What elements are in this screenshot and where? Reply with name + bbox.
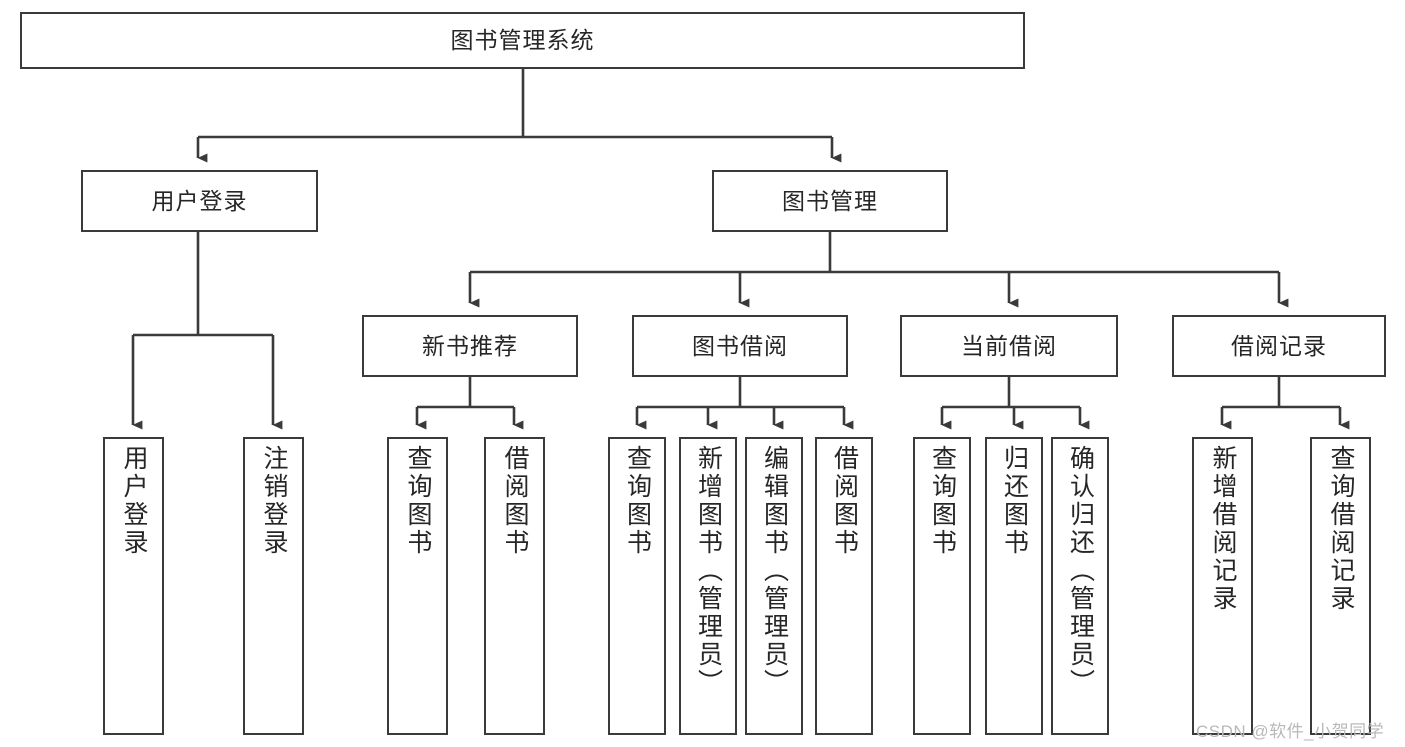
root-node-root[interactable]: 图书管理系统 — [20, 12, 1025, 69]
node-label: 注销登录 — [260, 445, 288, 557]
node-label: 归还图书 — [1000, 445, 1029, 557]
level3-node-borrow-record[interactable]: 借阅记录 — [1172, 315, 1386, 377]
leaf-node-leaf-query-record[interactable]: 查询借阅记录 — [1310, 437, 1371, 735]
leaf-node-leaf-add-book[interactable]: 新增图书（管理员） — [679, 437, 737, 735]
node-label: 确认归还（管理员） — [1066, 445, 1095, 697]
leaf-node-leaf-query-book-3[interactable]: 查询图书 — [913, 437, 971, 735]
node-label: 查询图书 — [928, 445, 957, 557]
node-label: 图书管理系统 — [450, 27, 595, 53]
leaf-node-leaf-user-login[interactable]: 用户登录 — [103, 437, 164, 735]
node-label: 新书推荐 — [422, 332, 518, 359]
node-label: 新增图书（管理员） — [694, 445, 723, 697]
node-label: 编辑图书（管理员） — [760, 445, 789, 697]
node-label: 借阅图书 — [501, 445, 529, 557]
leaf-node-leaf-return-book[interactable]: 归还图书 — [985, 437, 1043, 735]
node-label: 查询借阅记录 — [1327, 445, 1355, 613]
leaf-node-leaf-query-book-2[interactable]: 查询图书 — [608, 437, 666, 735]
level2-node-book-management[interactable]: 图书管理 — [712, 170, 948, 232]
level3-node-new-book-recommend[interactable]: 新书推荐 — [362, 315, 578, 377]
node-label: 用户登录 — [120, 445, 148, 557]
node-label: 当前借阅 — [961, 332, 1057, 359]
node-label: 新增借阅记录 — [1209, 445, 1237, 613]
node-label: 用户登录 — [151, 187, 248, 214]
node-label: 查询图书 — [404, 445, 432, 557]
leaf-node-leaf-query-book-1[interactable]: 查询图书 — [387, 437, 448, 735]
leaf-node-leaf-add-record[interactable]: 新增借阅记录 — [1192, 437, 1253, 735]
node-label: 图书管理 — [782, 187, 878, 214]
leaf-node-leaf-borrow-book-1[interactable]: 借阅图书 — [484, 437, 545, 735]
csdn-watermark: CSDN @软件_小贺同学 — [1196, 722, 1385, 741]
leaf-node-leaf-confirm-return[interactable]: 确认归还（管理员） — [1051, 437, 1109, 735]
node-label: 查询图书 — [623, 445, 652, 557]
node-label: 借阅记录 — [1231, 332, 1327, 359]
level3-node-current-borrow[interactable]: 当前借阅 — [900, 315, 1118, 377]
level3-node-book-borrow[interactable]: 图书借阅 — [632, 315, 848, 377]
leaf-node-leaf-logout[interactable]: 注销登录 — [243, 437, 304, 735]
node-label: 借阅图书 — [830, 445, 859, 557]
leaf-node-leaf-edit-book[interactable]: 编辑图书（管理员） — [745, 437, 803, 735]
level2-node-user-login[interactable]: 用户登录 — [81, 170, 318, 232]
leaf-node-leaf-borrow-book-2[interactable]: 借阅图书 — [815, 437, 873, 735]
node-label: 图书借阅 — [692, 332, 788, 359]
